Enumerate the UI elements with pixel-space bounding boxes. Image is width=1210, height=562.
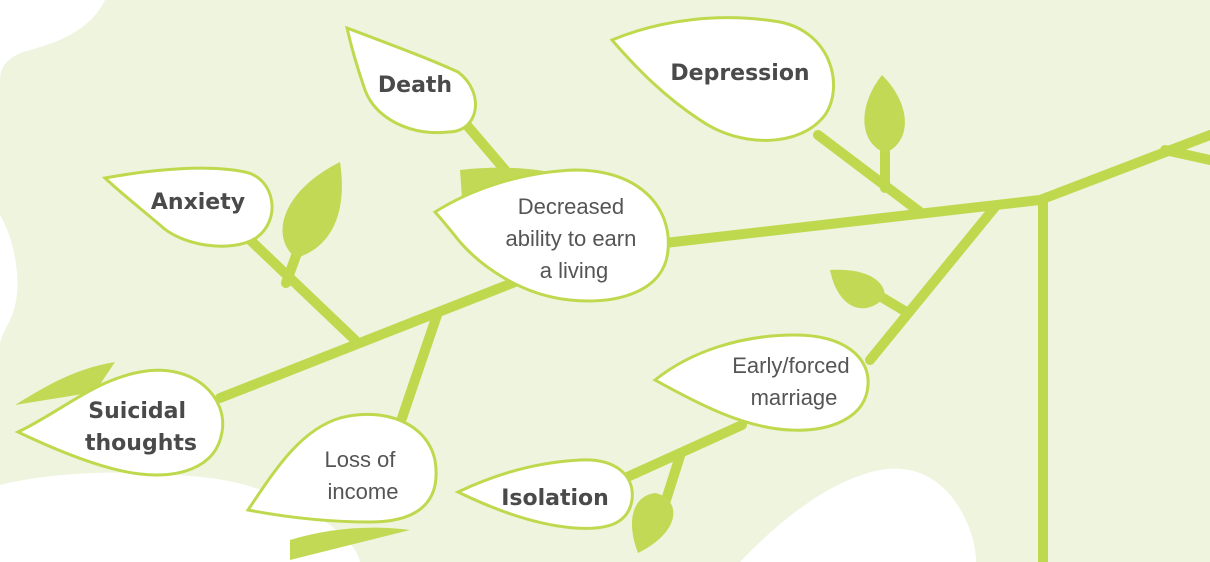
label-loss-of-income-line-2: income [328,479,399,504]
branch-isolation-leaf-stem [661,451,685,505]
branches [215,118,1210,562]
bubble-early-forced-marriage [652,333,870,432]
label-decreased-ability: Decreased ability to earn a living [506,194,643,283]
label-suicidal-thoughts-line-2: thoughts [85,431,197,456]
branch-left-trunk [215,275,525,403]
bubble-anxiety [101,166,274,248]
branch-early-marriage [865,202,1000,365]
branch-depression [813,130,925,217]
white-blob-bottom-center [740,468,976,562]
leaf-behind-loss-of-income [290,527,410,560]
node-loss-of-income: Loss of income [245,412,438,524]
leaf-near-anxiety [282,162,342,258]
leaf-behind-suicidal-thoughts [15,362,115,405]
node-depression: Depression [609,16,835,142]
branch-anxiety-leaf-stem [281,248,302,288]
bubble-decreased-ability [432,168,670,303]
label-suicidal-thoughts-line-1: Suicidal [88,399,186,424]
branch-death [460,118,510,175]
node-isolation: Isolation [454,458,634,530]
label-early-forced-marriage: Early/forced marriage [732,353,856,410]
white-blob-left [0,215,18,345]
label-loss-of-income: Loss of income [324,447,401,504]
bubble-loss-of-income [245,412,438,524]
bubble-isolation [454,458,634,530]
label-early-forced-marriage-line-1: Early/forced [732,353,849,378]
label-early-forced-marriage-line-2: marriage [751,385,838,410]
node-anxiety: Anxiety [101,166,274,248]
label-decreased-ability-line-2: ability to earn [506,226,637,251]
branch-right-stub [1160,145,1210,165]
node-early-forced-marriage: Early/forced marriage [652,333,870,432]
node-death: Death [344,25,477,135]
bubble-depression [609,16,835,142]
branch-isolation [620,420,747,483]
white-blob-top-left [0,0,105,80]
label-decreased-ability-line-1: Decreased [518,194,624,219]
node-decreased-ability: Decreased ability to earn a living [432,168,670,303]
label-loss-of-income-line-1: Loss of [324,447,396,472]
node-suicidal-thoughts: Suicidal thoughts [14,368,225,477]
label-suicidal-thoughts: Suicidal thoughts [85,399,197,456]
branch-loss-of-income [397,310,442,423]
leaf-near-early-marriage [830,269,885,309]
label-decreased-ability-line-3: a living [540,258,608,283]
leaf-near-depression [864,75,905,153]
label-depression: Depression [670,61,809,86]
leaf-near-isolation [631,493,674,553]
label-anxiety: Anxiety [151,190,245,215]
bubble-suicidal-thoughts [14,368,225,477]
branch-anxiety [243,233,360,345]
bubble-death [344,25,477,135]
label-isolation: Isolation [501,486,609,511]
label-death: Death [378,73,452,98]
